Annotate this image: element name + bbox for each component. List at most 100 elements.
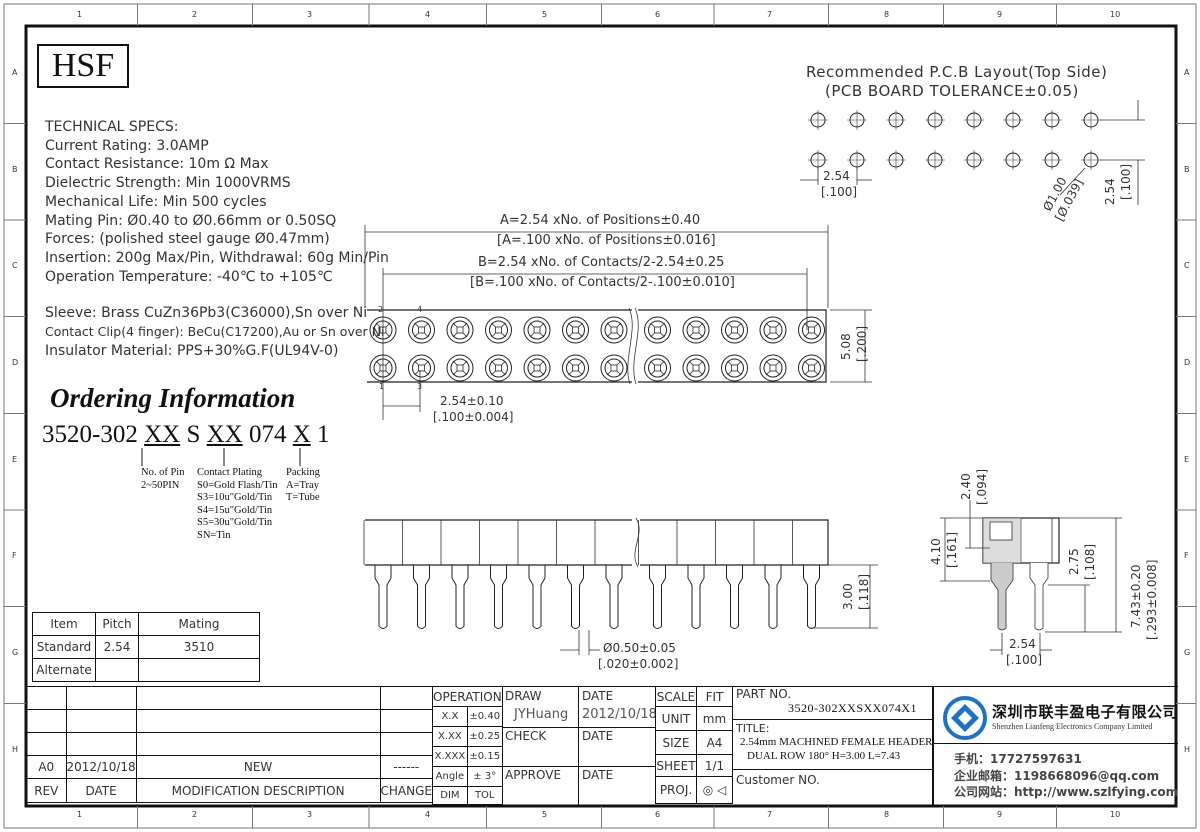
outer-frame [3, 3, 1197, 829]
zone-row-label: G [12, 648, 18, 657]
zone-row-label: D [12, 358, 18, 367]
contact-socket [562, 316, 589, 344]
cell [379, 732, 434, 756]
zone-column-label: 6 [655, 10, 660, 19]
pcb-hole [1081, 150, 1101, 170]
side-pin [792, 520, 820, 629]
cell: 2.54 [95, 635, 139, 659]
spec-line: Current Rating: 3.0AMP [45, 137, 209, 154]
zone-row-label: H [12, 745, 18, 754]
side-pin [402, 520, 430, 629]
contact-socket [798, 354, 825, 382]
side-pin [715, 520, 743, 629]
pcb-hole [886, 110, 906, 130]
top-view-dimensions [364, 225, 872, 420]
dim-total-in: [.293±0.008] [1145, 560, 1159, 641]
contact-socket [600, 354, 628, 382]
legend-line: 2~50PIN [141, 479, 180, 491]
part-info-block: PART NO. 3520-302XXSXX074X1 TITLE: 2.54m… [733, 686, 933, 806]
material-line: Sleeve: Brass CuZn36Pb3(C36000),Sn over … [45, 305, 368, 322]
revision-row [26, 732, 434, 756]
material-line: Contact Clip(4 finger): BeCu(C17200),Au … [45, 324, 385, 340]
tolerance-cell: ±0.40 [466, 706, 503, 727]
pcb-layout-title: Recommended P.C.B Layout(Top Side) [806, 63, 1108, 81]
dim-mid-in: [.108] [1083, 544, 1097, 580]
contact-socket [759, 354, 787, 382]
dim-pin-diameter-in: [.020±0.002] [598, 657, 679, 671]
cell: ------ [379, 755, 434, 779]
contact-socket [369, 354, 397, 382]
title-label: TITLE: [736, 722, 770, 735]
pin-number: 2 [378, 305, 383, 314]
pcb-hole [808, 110, 828, 130]
dim-contact-pitch-in: [.100±0.004] [433, 410, 514, 424]
dim-mid: 2.75 [1067, 548, 1081, 575]
hsf-logo: HSF [37, 44, 129, 88]
cell: 2012/10/18 [65, 755, 137, 779]
tolerance-cell: ± 3° [466, 766, 503, 787]
approval-block: DRAW JYHuang DATE 2012/10/18 CHECK DATE … [502, 686, 657, 806]
contact-socket [562, 354, 589, 382]
contact-socket [523, 316, 551, 344]
sheet-label: SHEET [655, 754, 697, 777]
material-line: Insulator Material: PPS+30%G.F(UL94V-0) [45, 342, 339, 359]
cell [135, 732, 381, 756]
scale-value: FIT [696, 686, 733, 707]
cell: 3510 [138, 635, 260, 659]
revision-header: CHANGE [379, 778, 434, 803]
dim-a-mm: A=2.54 xNo. of Positions±0.40 [500, 213, 700, 228]
size-value: A4 [696, 730, 733, 755]
zone-column-label: 4 [425, 810, 430, 819]
zone-column-label: 2 [192, 810, 197, 819]
tolerance-cell: Angle [432, 766, 468, 787]
spec-line: Mechanical Life: Min 500 cycles [45, 193, 267, 210]
cell [65, 709, 137, 733]
code-prefix: 3520-302 [42, 421, 145, 448]
cell [379, 686, 434, 710]
zone-column-label: 8 [884, 810, 889, 819]
contact-socket [759, 316, 787, 344]
draw-label: DRAW [505, 689, 542, 703]
contact-socket [408, 354, 435, 382]
title-line: DUAL ROW 180° H=3.00 L=7.43 [747, 750, 901, 762]
dim-body-in: [.161] [945, 532, 959, 568]
cell: A0 [26, 755, 67, 779]
zone-column-label: 10 [1110, 810, 1120, 819]
pin-number: 1 [379, 382, 384, 391]
side-pin [517, 520, 546, 629]
projection-label: PROJ. [655, 776, 697, 804]
customer-no-label: Customer NO. [736, 773, 820, 787]
cell [135, 686, 381, 710]
code-part: S [180, 421, 207, 448]
spec-line: Forces: (polished steel gauge Ø0.47mm) [45, 231, 330, 248]
part-no-label: PART NO. [736, 687, 792, 701]
zone-row-label: B [12, 165, 18, 174]
contact-socket [369, 316, 397, 344]
cell [95, 658, 139, 682]
cell [65, 732, 137, 756]
dim-top: 2.40 [959, 473, 973, 500]
zone-column-label: 9 [997, 810, 1002, 819]
cell [135, 709, 381, 733]
zone-row-label: A [1184, 68, 1190, 77]
contact-socket [485, 354, 512, 382]
side-view-body [365, 517, 829, 568]
drawer-name: JYHuang [514, 707, 569, 722]
cell [379, 709, 434, 733]
legend-line: S3=10u"Gold/Tin [197, 492, 273, 503]
spec-line: Mating Pin: Ø0.40 to Ø0.66mm or 0.50SQ [45, 212, 337, 229]
side-pin [440, 520, 469, 629]
dim-total: 7.43±0.20 [1129, 565, 1143, 629]
pcb-hole [1042, 150, 1062, 170]
tolerance-cell: X.XX [432, 726, 468, 747]
pcb-hole [1003, 110, 1023, 130]
zone-column-label: 2 [192, 10, 197, 19]
ordering-title: Ordering Information [50, 383, 296, 413]
cell: Standard [32, 635, 96, 659]
pin-number: 3 [417, 382, 422, 391]
